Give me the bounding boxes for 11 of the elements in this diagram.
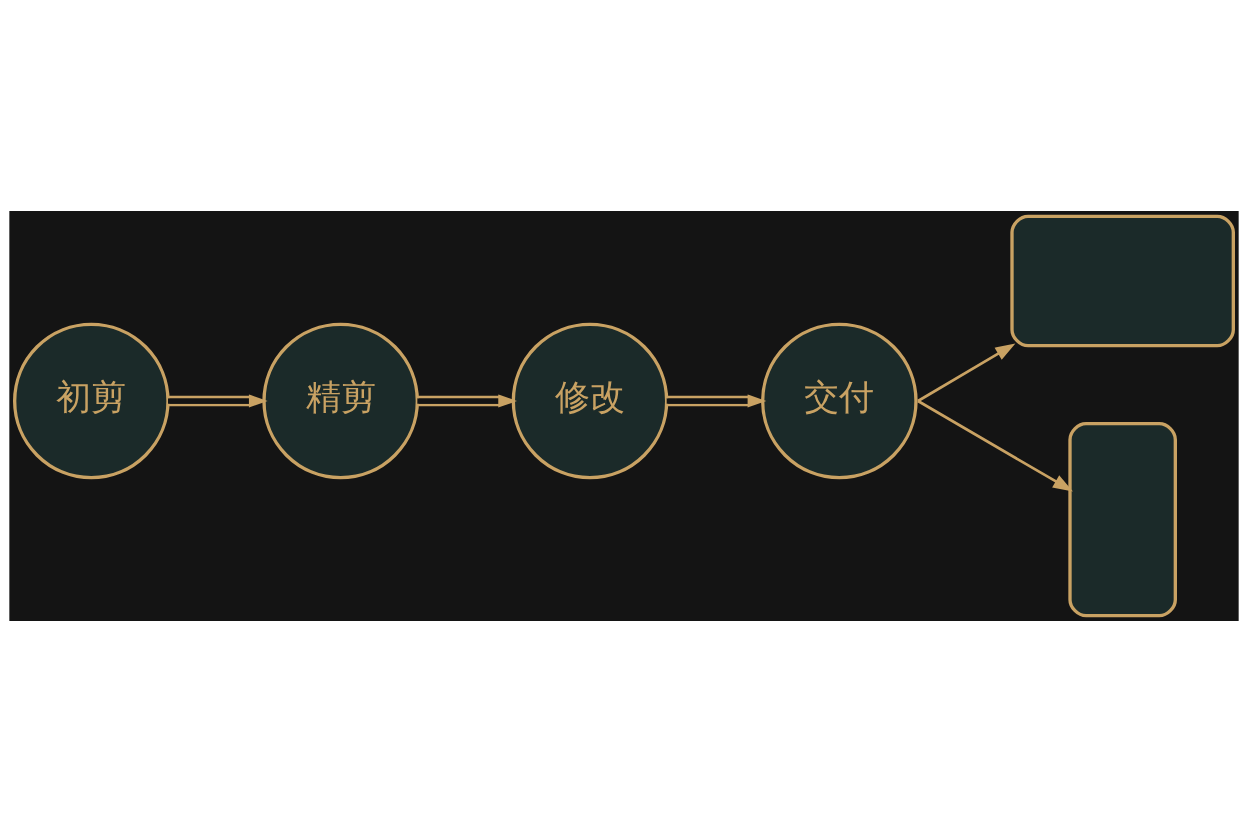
- node-circle: 初剪: [13, 322, 170, 480]
- node-circle: 修改: [511, 322, 669, 480]
- arrow: [917, 399, 1073, 492]
- arrow: [666, 394, 767, 408]
- arrow: [917, 343, 1016, 403]
- node-circle: 交付: [761, 322, 918, 480]
- arrow: [417, 394, 517, 408]
- arrow: [168, 394, 268, 408]
- node-circle: 精剪: [262, 322, 419, 480]
- node-box: [1010, 214, 1235, 348]
- node-box: [1068, 422, 1177, 618]
